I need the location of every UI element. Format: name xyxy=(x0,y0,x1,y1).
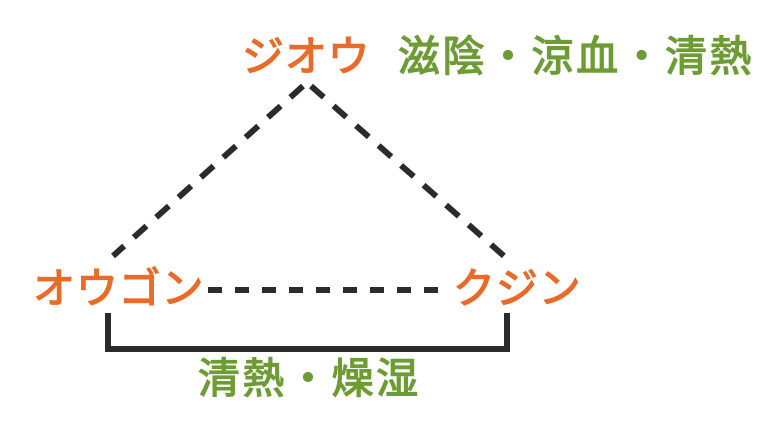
annotation-bottom-action: 清熱・燥湿 xyxy=(198,354,421,403)
node-label-kujin: クジン xyxy=(453,264,582,313)
annotation-jiou-action: 滋陰・涼血・清熱 xyxy=(398,32,755,81)
node-label-jiou: ジオウ xyxy=(242,32,371,81)
node-label-ougon: オウゴン xyxy=(33,264,205,313)
connector-bottom-bracket xyxy=(105,313,510,352)
connector-jiou-ougon xyxy=(110,83,306,259)
connector-jiou-kujin xyxy=(309,83,506,259)
